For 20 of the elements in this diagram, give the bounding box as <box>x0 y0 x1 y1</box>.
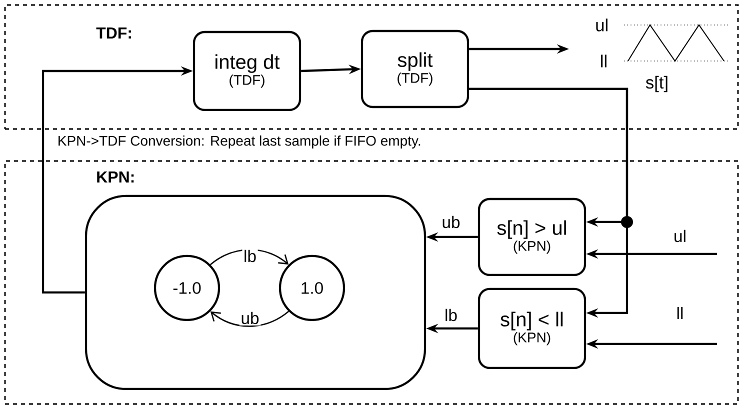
edge-label: ub <box>242 312 259 324</box>
arrow <box>469 88 628 318</box>
signal-label: s[t] <box>646 76 668 92</box>
arrow <box>210 310 290 327</box>
region-title: KPN: <box>97 172 134 182</box>
state-machine-box <box>84 194 426 390</box>
axis-label: ll <box>601 54 606 68</box>
region-title: TDF: <box>96 28 131 38</box>
arrow <box>210 249 289 266</box>
process-box: s[n] > ul (KPN) <box>478 198 586 276</box>
process-box: s[n] < ll (KPN) <box>478 288 586 370</box>
note: KPN->TDF Conversion: Repeat last sample if FIFO empty. <box>58 135 420 149</box>
edge-label: ll <box>677 306 683 320</box>
axis-label: ul <box>596 18 608 32</box>
edge-label: ul <box>674 230 686 242</box>
edge-label: lb <box>446 308 457 322</box>
process-box: split (TDF) <box>360 30 470 108</box>
process-box: integ dt (TDF) <box>192 30 302 112</box>
edge-label: lb <box>244 250 256 262</box>
edge-label: ub <box>442 216 460 228</box>
